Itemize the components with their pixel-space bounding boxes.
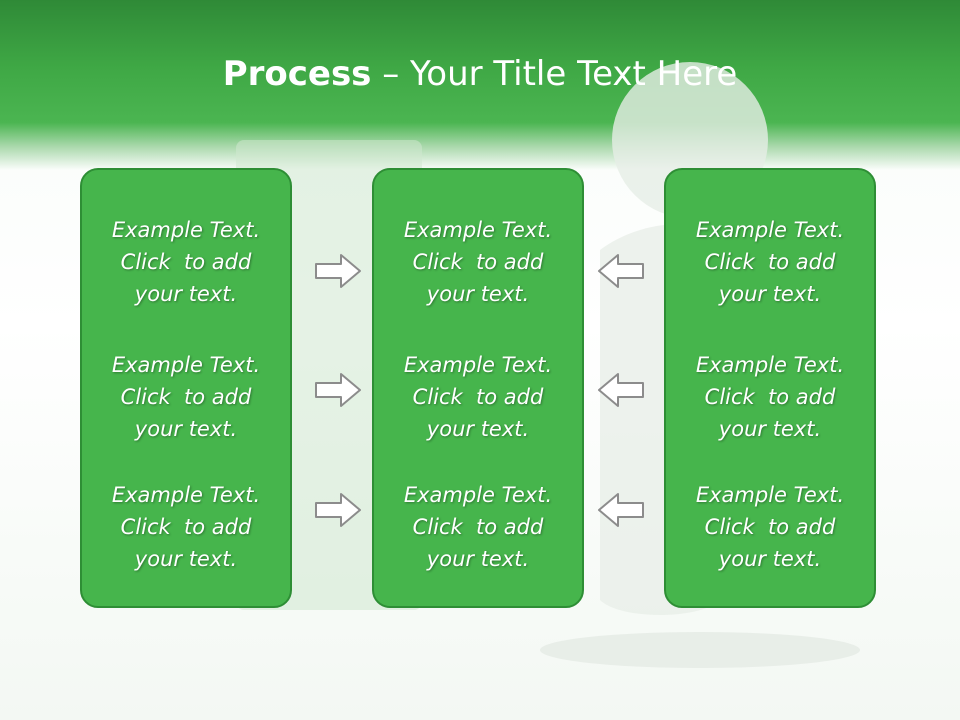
text-line: Example Text. bbox=[695, 483, 845, 507]
text-line: Example Text. bbox=[111, 353, 261, 377]
text-line: your text. bbox=[426, 417, 530, 441]
text-line: Example Text. bbox=[111, 483, 261, 507]
text-line: your text. bbox=[718, 417, 822, 441]
text-line: Example Text. bbox=[403, 353, 553, 377]
text-line: your text. bbox=[134, 417, 238, 441]
text-block[interactable]: Example Text. Click to add your text. bbox=[666, 214, 874, 310]
text-line: Click to add bbox=[412, 385, 544, 409]
right-arrow-icon bbox=[315, 493, 361, 527]
text-line: Click to add bbox=[704, 515, 836, 539]
text-line: your text. bbox=[718, 547, 822, 571]
text-block[interactable]: Example Text. Click to add your text. bbox=[374, 214, 582, 310]
text-block[interactable]: Example Text. Click to add your text. bbox=[666, 479, 874, 575]
text-line: your text. bbox=[718, 282, 822, 306]
text-line: your text. bbox=[134, 282, 238, 306]
text-line: your text. bbox=[426, 547, 530, 571]
text-line: Click to add bbox=[704, 250, 836, 274]
text-line: Click to add bbox=[412, 250, 544, 274]
left-arrow-icon bbox=[598, 373, 644, 407]
process-panel-left[interactable]: Example Text. Click to add your text. Ex… bbox=[80, 168, 292, 608]
text-line: Click to add bbox=[704, 385, 836, 409]
slide-title: Process – Your Title Text Here bbox=[0, 52, 960, 96]
text-line: Example Text. bbox=[403, 218, 553, 242]
left-arrow-icon bbox=[598, 493, 644, 527]
text-block[interactable]: Example Text. Click to add your text. bbox=[374, 479, 582, 575]
text-line: Click to add bbox=[120, 250, 252, 274]
text-line: Example Text. bbox=[403, 483, 553, 507]
right-arrow-icon bbox=[315, 254, 361, 288]
text-block[interactable]: Example Text. Click to add your text. bbox=[82, 349, 290, 445]
text-line: Click to add bbox=[120, 515, 252, 539]
process-panel-right[interactable]: Example Text. Click to add your text. Ex… bbox=[664, 168, 876, 608]
right-arrow-icon bbox=[315, 373, 361, 407]
left-arrow-icon bbox=[598, 254, 644, 288]
title-bold: Process bbox=[222, 54, 372, 94]
process-panel-middle[interactable]: Example Text. Click to add your text. Ex… bbox=[372, 168, 584, 608]
text-line: your text. bbox=[426, 282, 530, 306]
text-line: Click to add bbox=[412, 515, 544, 539]
text-line: Example Text. bbox=[695, 353, 845, 377]
text-line: Click to add bbox=[120, 385, 252, 409]
text-block[interactable]: Example Text. Click to add your text. bbox=[374, 349, 582, 445]
text-line: Example Text. bbox=[695, 218, 845, 242]
text-line: your text. bbox=[134, 547, 238, 571]
text-line: Example Text. bbox=[111, 218, 261, 242]
text-block[interactable]: Example Text. Click to add your text. bbox=[666, 349, 874, 445]
title-rest: – Your Title Text Here bbox=[371, 54, 738, 94]
text-block[interactable]: Example Text. Click to add your text. bbox=[82, 214, 290, 310]
title-banner bbox=[0, 0, 960, 170]
text-block[interactable]: Example Text. Click to add your text. bbox=[82, 479, 290, 575]
